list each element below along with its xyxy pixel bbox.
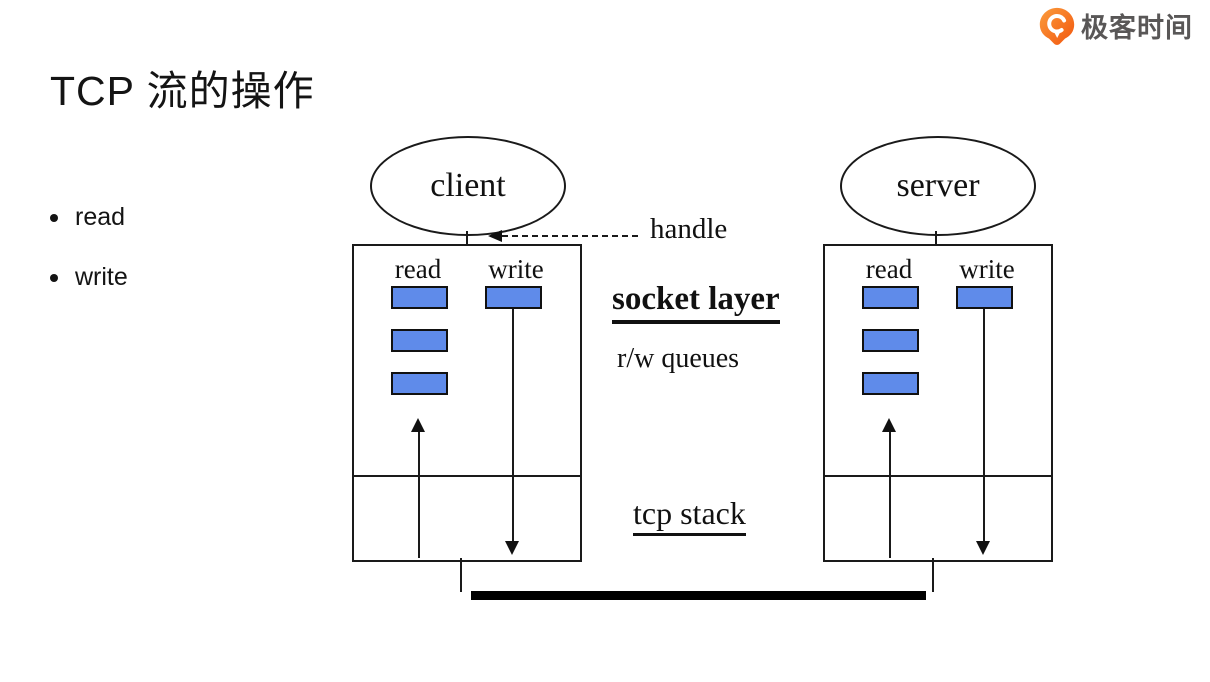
client-socket-box: read write [352,244,582,562]
server-socket-box: read write [823,244,1053,562]
server-node-connector [935,231,937,244]
bullet-dot [50,273,58,282]
read-up-arrowhead-icon [411,418,425,432]
client-node-connector [466,231,468,244]
read-queue-label: read [865,254,913,284]
geektime-logo-icon [1038,7,1076,45]
client-ellipse-label: client [430,167,506,204]
write-queue-label: write [488,254,544,284]
tcp-stack-label: tcp stack [633,495,746,536]
handle-dashed-line [502,235,638,237]
network-wire [471,591,926,600]
read-queue-block [391,329,448,352]
read-up-arrow-line [418,432,420,558]
client-wire-connector [460,558,462,592]
write-down-arrowhead-icon [976,541,990,555]
write-queue-block [485,286,542,309]
geektime-logo-text: 极客时间 [1081,13,1193,43]
read-queue-block [391,372,448,395]
geektime-logo: 极客时间 [1038,6,1193,45]
read-queue-block [862,286,919,309]
bullet-label: write [75,263,128,291]
read-up-arrow-line [889,432,891,558]
page-title: TCP 流的操作 [50,68,315,115]
read-queue-block [862,372,919,395]
bullet-item-write: write [50,263,128,292]
bullet-dot [50,213,58,222]
server-ellipse: server [840,136,1036,236]
socket-tcp-divider [825,475,1051,477]
socket-tcp-divider [354,475,580,477]
read-up-arrowhead-icon [882,418,896,432]
read-queue-block [862,329,919,352]
write-queue-label: write [959,254,1015,284]
socket-layer-label: socket layer [612,281,780,324]
rw-queues-label: r/w queues [617,343,740,374]
server-ellipse-label: server [896,167,980,204]
bullet-label: read [75,203,126,231]
handle-arrowhead-icon [488,230,502,242]
client-ellipse: client [370,136,566,236]
server-wire-connector [932,558,934,592]
write-down-arrowhead-icon [505,541,519,555]
read-queue-block [391,286,448,309]
bullet-item-read: read [50,203,125,232]
read-queue-label: read [394,254,442,284]
write-down-arrow-line [512,309,514,542]
write-down-arrow-line [983,309,985,542]
handle-label: handle [650,213,728,245]
write-queue-block [956,286,1013,309]
